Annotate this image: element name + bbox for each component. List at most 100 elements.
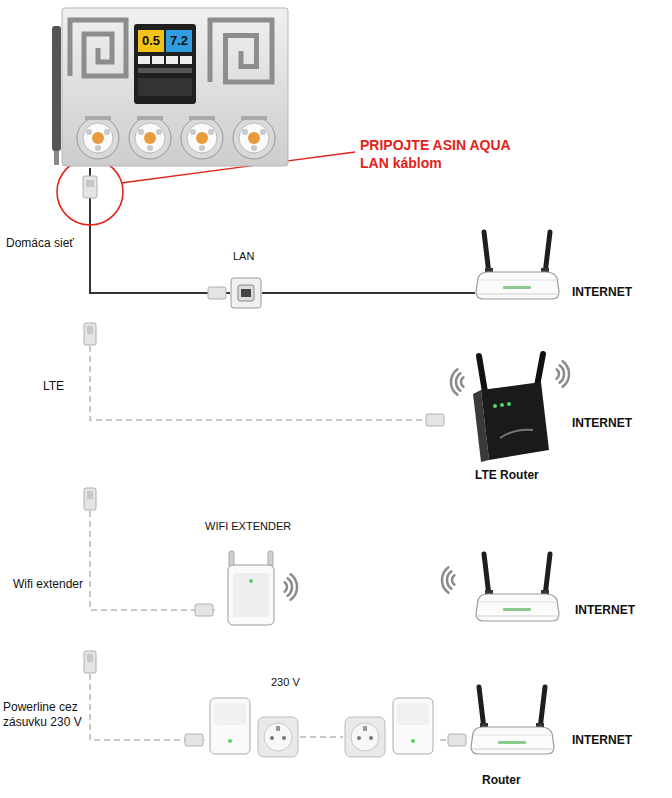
graphic-part — [166, 30, 192, 52]
graphic-part — [500, 430, 533, 438]
graphic-part — [498, 741, 526, 744]
graphic-part — [138, 30, 164, 52]
graphic-part — [189, 116, 215, 120]
powerline-adapters: 230 V — [205, 693, 440, 760]
graphic-part — [54, 151, 59, 165]
graphic-part — [144, 132, 156, 144]
callout-text: PRIPOJTE ASIN AQUA LAN káblom — [360, 136, 525, 172]
graphic-part — [147, 145, 153, 151]
graphic-part — [493, 404, 497, 408]
graphic-part — [481, 382, 549, 460]
graphic-part — [456, 373, 460, 391]
graphic-part — [199, 145, 205, 151]
graphic-part — [251, 145, 257, 151]
graphic-part — [397, 703, 429, 725]
lan-socket-drawing — [230, 277, 262, 309]
graphic-part — [210, 20, 272, 82]
graphic-part — [181, 117, 223, 159]
graphic-part — [70, 20, 126, 76]
graphic-part — [476, 594, 559, 621]
graphic-part — [369, 736, 373, 740]
graphic-part — [83, 123, 113, 153]
lte-router-drawing — [445, 350, 570, 465]
graphic-part — [507, 402, 511, 406]
cable-plug: Powerline cez zásuvku 230 V — [83, 650, 97, 674]
cable-plug — [195, 604, 213, 616]
graphic-part — [208, 129, 214, 135]
node-label: INTERNET — [572, 285, 632, 300]
graphic-part — [345, 717, 385, 757]
graphic-part — [85, 116, 111, 120]
graphic-part — [77, 117, 119, 159]
graphic-part — [87, 654, 93, 662]
router-drawing — [475, 228, 563, 304]
graphic-part — [129, 117, 171, 159]
graphic-part — [451, 369, 457, 395]
graphic-part — [228, 739, 232, 743]
graphic-part — [560, 365, 564, 383]
graphic-part — [104, 129, 110, 135]
optional-link — [90, 674, 205, 740]
graphic-part — [233, 573, 269, 617]
cable-plug — [448, 734, 466, 746]
graphic-part — [300, 736, 343, 738]
graphic-part — [351, 723, 379, 751]
graphic-part — [138, 129, 144, 135]
graphic-part — [241, 116, 267, 120]
graphic-part — [138, 56, 150, 64]
graphic-part — [152, 56, 164, 64]
graphic-part — [393, 698, 433, 754]
router: INTERNETRouter — [470, 683, 634, 759]
graphic-part — [479, 602, 557, 603]
node-label: LTE — [43, 379, 64, 394]
graphic-part — [241, 289, 251, 297]
graphic-part — [557, 369, 559, 379]
cable-plug — [185, 734, 203, 746]
graphic-part — [357, 736, 361, 740]
graphic-part — [84, 323, 96, 345]
graphic-part — [476, 232, 559, 299]
node-label: INTERNET — [572, 733, 632, 748]
graphic-part — [166, 56, 178, 64]
graphic-part — [242, 129, 248, 135]
graphic-part — [479, 280, 557, 281]
graphic-part — [447, 571, 451, 589]
graphic-part — [52, 26, 61, 151]
graphic-part — [264, 723, 292, 751]
graphic-part — [363, 726, 367, 731]
cable-plug: LTE — [83, 322, 97, 346]
node-label: Powerline cez zásuvku 230 V — [3, 700, 85, 730]
graphic-part — [484, 554, 489, 596]
graphic-part — [474, 735, 552, 736]
optional-link — [90, 511, 215, 610]
graphic-part — [476, 554, 559, 621]
node-label: LAN — [233, 249, 254, 263]
graphic-part — [540, 687, 545, 729]
graphic-part — [545, 554, 550, 596]
graphic-part — [285, 582, 287, 592]
graphic-part — [537, 354, 543, 386]
graphic-part — [180, 56, 192, 64]
dosing-station-drawing — [52, 6, 290, 168]
graphic-part — [62, 8, 288, 166]
cable-plug-drawing — [83, 322, 97, 346]
graphic-part — [239, 123, 269, 153]
graphic-part — [442, 567, 448, 593]
graphic-part — [479, 356, 485, 392]
optional-link — [90, 346, 445, 420]
graphic-part — [471, 687, 554, 754]
graphic-part — [84, 488, 96, 510]
graphic-part — [214, 703, 246, 725]
node-label: WIFI EXTENDER — [205, 519, 291, 533]
graphic-part — [260, 129, 266, 135]
wifi-extender: WIFI EXTENDER — [215, 545, 310, 630]
dosing-station: 0.57.2 — [52, 6, 290, 168]
graphic-part — [137, 116, 163, 120]
graphic-part — [282, 736, 286, 740]
node-sublabel: 7.2 — [166, 32, 192, 50]
node-label: INTERNET — [572, 416, 632, 431]
graphic-part — [187, 123, 217, 153]
graphic-part — [135, 123, 165, 153]
